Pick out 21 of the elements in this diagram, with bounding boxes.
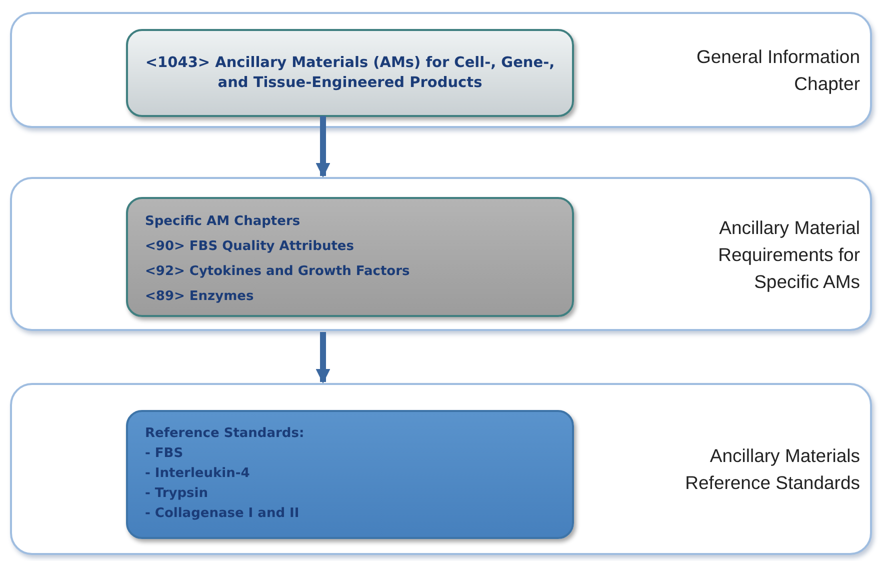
- list-heading: Reference Standards:: [145, 425, 304, 443]
- chapter-box: [126, 197, 574, 317]
- section-panel: [10, 177, 872, 331]
- list-item: <90> FBS Quality Attributes: [145, 238, 354, 256]
- arrow: [316, 116, 330, 178]
- list-item: - Trypsin: [145, 485, 208, 503]
- section-label: General Information Chapter: [695, 45, 860, 96]
- section-panel: [10, 12, 872, 128]
- list-heading: Specific AM Chapters: [145, 213, 300, 231]
- section-panel: [10, 383, 872, 555]
- chapter-box: [126, 410, 574, 539]
- list-item: - Interleukin-4: [145, 465, 250, 483]
- chapter-box: [126, 29, 574, 117]
- list-item: - FBS: [145, 445, 184, 463]
- list-item: <89> Enzymes: [145, 288, 254, 306]
- section-label: Ancillary Materials Reference Standards: [684, 444, 860, 495]
- arrow: [316, 332, 330, 384]
- chapter-title: <1043> Ancillary Materials (AMs) for Cell-, Gene-, and Tissue-Engineered Products: [144, 54, 556, 93]
- list-item: <92> Cytokines and Growth Factors: [145, 263, 410, 281]
- list-item: - Collagenase I and II: [145, 505, 300, 523]
- section-label: Ancillary Material Requirements for Specific AMs: [717, 216, 860, 294]
